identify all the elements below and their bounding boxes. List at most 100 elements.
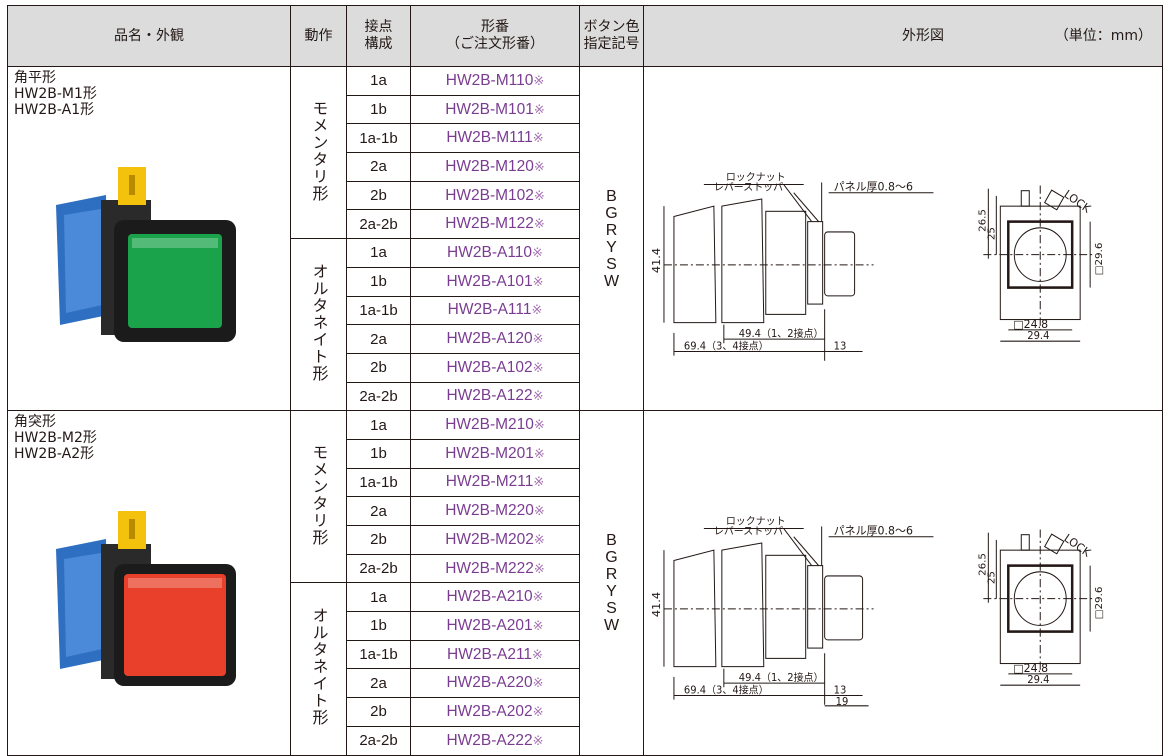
label-panel: パネル厚0.8～6 [834,525,913,538]
model-code-cell: HW2B-M220※ [410,496,580,526]
action-type-label: モメンタリ形 [309,99,329,202]
header-model-line2: （ご注文形番） [446,36,544,52]
order-mark: ※ [533,216,545,232]
contact-cell: 1a-1b [346,467,411,498]
contact-cell: 1a-1b [346,639,411,670]
model-code-cell: HW2B-A122※ [410,381,580,412]
order-mark: ※ [533,187,545,203]
order-mark: ※ [532,617,544,633]
contact-cell: 1a-1b [346,123,411,154]
model-code-cell: HW2B-M202※ [410,525,580,555]
order-mark: ※ [532,244,543,260]
action-type-cell: モメンタリ形 [290,65,347,240]
contact-cell: 2b [346,352,411,383]
label-414: 41.4 [650,248,663,273]
front-lock-outline [1043,533,1065,555]
header-name: 品名・外観 [7,5,291,67]
model-code-cell: HW2B-A202※ [410,697,580,727]
order-mark: ※ [532,130,544,146]
color-code: S [606,599,617,617]
product-name-line: 角平形 [14,70,56,86]
model-code-cell: HW2B-A111※ [410,295,580,326]
order-mark: ※ [532,732,544,748]
contact-cell: 1a-1b [346,295,411,326]
label-694: 69.4（3、4接点） [684,339,769,352]
contact-block-highlight [64,209,102,313]
model-code-cell: HW2B-M210※ [410,410,580,440]
action-type-label: オルタネイト形 [309,263,329,383]
product-name-line: HW2B-A2形 [14,446,95,463]
table-row: 1a-1b HW2B-A211※ [8,639,1163,670]
order-mark: ※ [532,331,544,347]
label-248: □24.8 [1013,662,1048,675]
outline-drawing: ロックナットレバーストッパパネル厚0.8～641.449.4（1、2接点）69.… [650,171,1105,361]
color-code: Y [606,238,617,256]
model-code: HW2B-A222 [446,731,533,749]
contact-block-1-outline [673,549,717,668]
label-248: □24.8 [1013,318,1048,331]
order-mark: ※ [532,703,544,719]
color-code: B [606,187,617,205]
contact-cell: 2a-2b [346,209,411,240]
color-code: S [606,255,617,273]
model-code-cell: HW2B-M120※ [410,152,580,182]
model-code: HW2B-A122 [446,387,533,405]
label-414: 41.4 [650,592,663,617]
button-gloss-shape [132,238,218,248]
action-type-cell: モメンタリ形 [290,410,347,584]
action-type-cell: オルタネイト形 [290,238,347,412]
label-296: □29.6 [1094,243,1105,276]
model-code-cell: HW2B-M101※ [410,94,580,125]
action-type-label: オルタネイト形 [309,607,329,727]
color-code: Y [606,582,617,600]
model-code: HW2B-M122 [445,215,534,233]
model-code: HW2B-M210 [445,416,534,434]
contact-cell: 1b [346,611,411,641]
model-code: HW2B-A201 [446,616,533,634]
color-code: R [605,221,618,239]
order-mark: ※ [532,646,543,662]
action-type-cell: オルタネイト形 [290,582,347,756]
header-action: 動作 [290,5,347,67]
model-code-cell: HW2B-A222※ [410,725,580,756]
label-494: 49.4（1、2接点） [739,327,824,340]
model-code-cell: HW2B-A120※ [410,324,580,354]
product-name-line: 角突形 [14,414,56,431]
contact-cell: 2a [346,324,411,354]
model-code-cell: HW2B-M111※ [410,123,580,154]
model-code: HW2B-M201 [445,444,534,462]
contact-block-2-outline [721,542,765,668]
order-mark: ※ [533,474,545,490]
order-mark: ※ [533,503,545,519]
color-code: G [605,548,618,566]
contact-cell: 1b [346,94,411,125]
model-code-cell: HW2B-M122※ [410,209,580,240]
order-mark: ※ [532,359,544,375]
leader-locknut [783,528,813,567]
contact-cell: 2b [346,525,411,555]
leader-stopper [793,192,820,222]
panel-flange-outline [807,565,824,649]
header-color-line2: 指定記号 [583,36,640,52]
label-25: 25 [986,571,997,584]
model-code: HW2B-A211 [447,645,533,663]
header-model-line1: 形番 [481,19,509,35]
lever-slot-shape [129,175,135,195]
contact-cell: 2a-2b [346,725,411,756]
header-color-line1: ボタン色 [583,19,640,35]
contact-cell: 2a [346,496,411,526]
label-494: 49.4（1、2接点） [739,671,824,684]
order-mark: ※ [531,302,543,318]
contact-cell: 2a-2b [346,553,411,584]
